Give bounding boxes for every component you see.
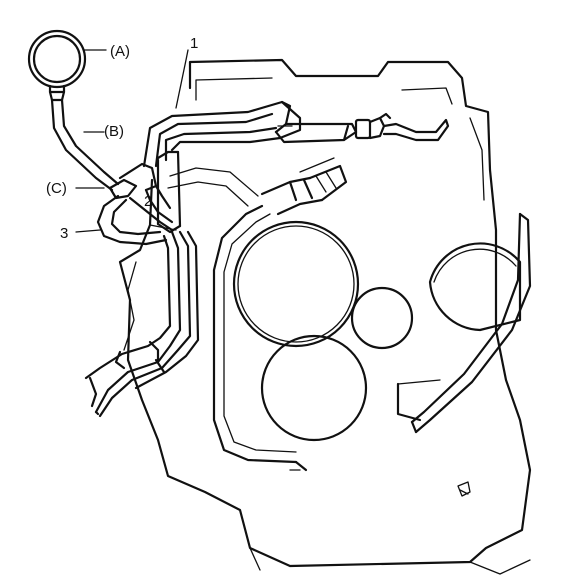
gauge-hose [50,98,120,192]
intake-duct [260,164,348,216]
leader-line-1 [175,49,189,109]
cylinder-bore-right [428,242,522,332]
callout-label-3: 3 [60,225,68,242]
leader-lines [75,49,189,233]
vacuum-gauge [27,29,87,102]
leader-line-3 [75,229,101,233]
vacuum-gauge-face [32,34,82,84]
hose-3 [96,194,174,246]
cylinder-bores [232,220,522,442]
callout-label-2: 2 [144,193,152,210]
cylinder-bore-upper-left [232,220,360,348]
lower-hose-bundle [84,230,200,418]
callout-labels: (A) (B) (C) 1 2 3 [46,35,198,242]
cylinder-bore-upper-left-inner [237,225,355,343]
callout-label-c: (C) [46,180,67,197]
three-way-joint [108,162,158,200]
vacuum-gauge-neck [48,84,66,94]
engine-block-outline [118,58,532,575]
dipstick-tube [410,212,532,434]
vertical-vacuum-tube [156,150,182,234]
callout-label-a: (A) [110,43,130,60]
callout-label-1: 1 [190,35,198,52]
block-internal-passages [167,157,471,497]
hose-connector-right [274,112,450,144]
vacuum-gauge-outer-ring [27,29,87,89]
cylinder-bore-lower-left [260,334,368,442]
cylinder-bore-center [350,286,414,350]
callout-label-b: (B) [104,123,124,140]
